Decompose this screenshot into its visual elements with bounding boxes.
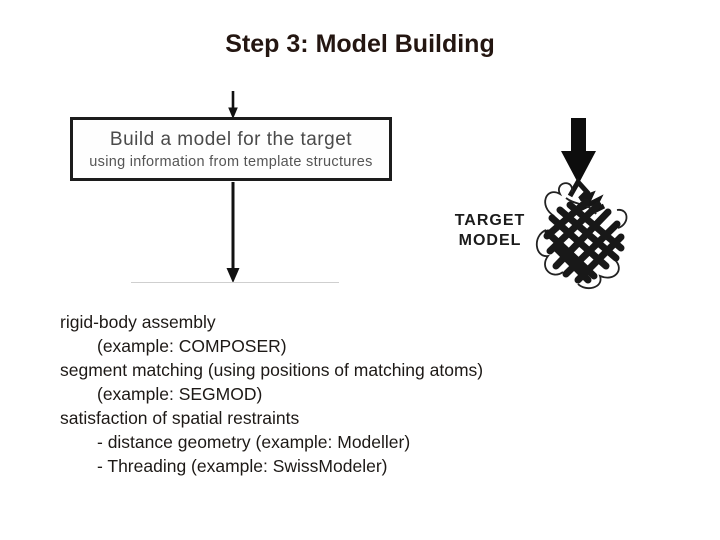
list-item: (example: SEGMOD) [97,384,263,404]
list-item: (example: COMPOSER) [97,336,287,356]
process-box-line1: Build a model for the target [109,128,353,150]
flow-arrow-down-icon [226,182,240,283]
list-item: satisfaction of spatial restraints [60,408,300,428]
flow-arrow-top-icon [228,91,238,119]
protein-structure-icon [535,177,628,290]
target-model-label: TARGET MODEL [438,211,542,251]
list-item: rigid-body assembly [60,312,216,332]
list-item: - distance geometry (example: Modeller) [97,432,411,452]
faded-next-box-line [131,282,339,283]
list-item: segment matching (using positions of mat… [60,360,484,380]
slide-title: Step 3: Model Building [225,30,495,58]
target-model-arrow-icon [561,118,596,184]
method-list: rigid-body assembly (example: COMPOSER) … [60,310,620,478]
target-model-label-line1: TARGET [454,212,526,229]
target-model-label-line2: MODEL [458,232,522,249]
process-box: Build a model for the target using infor… [70,117,392,181]
list-item: - Threading (example: SwissModeler) [97,456,388,476]
process-box-line2: using information from template structur… [89,153,373,170]
